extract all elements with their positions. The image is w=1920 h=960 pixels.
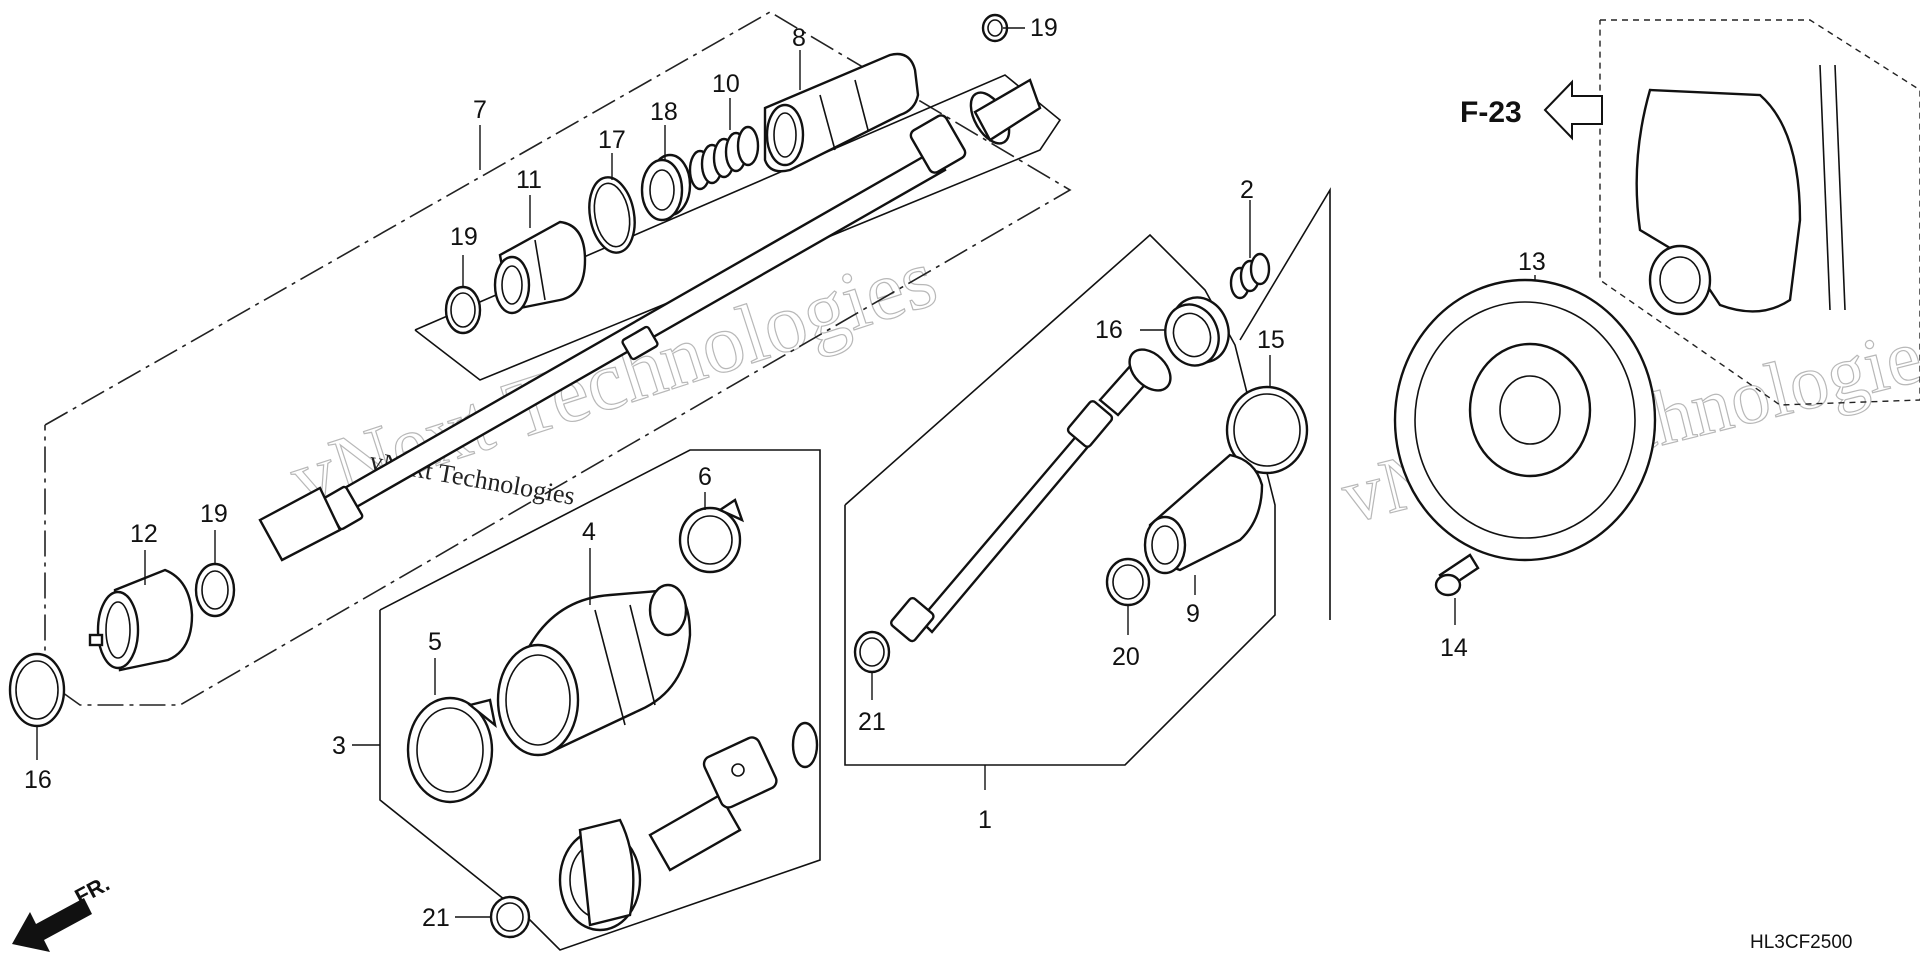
- rear-shaft[interactable]: [890, 342, 1179, 643]
- part-6-clamp[interactable]: [678, 498, 745, 574]
- part-10-spring[interactable]: [688, 125, 760, 191]
- callout-10[interactable]: 10: [712, 70, 740, 98]
- part-18-bearing[interactable]: [640, 153, 692, 222]
- callout-19-b[interactable]: 19: [200, 500, 228, 528]
- callout-15[interactable]: 15: [1257, 326, 1285, 354]
- part-5-clamp[interactable]: [406, 696, 497, 804]
- part-12-joint[interactable]: [88, 568, 194, 672]
- callout-9[interactable]: 9: [1186, 600, 1200, 628]
- diagram-code: HL3CF2500: [1750, 932, 1852, 953]
- callout-12[interactable]: 12: [130, 520, 158, 548]
- part-17-ring-upper[interactable]: [584, 174, 641, 256]
- part-4-boot[interactable]: [496, 583, 692, 757]
- front-direction-indicator: FR.: [12, 871, 114, 952]
- part-9-boot[interactable]: [1143, 453, 1264, 575]
- callout-21-a[interactable]: 21: [422, 904, 450, 932]
- outline-group-3: [379, 449, 821, 951]
- callout-2[interactable]: 2: [1240, 176, 1254, 204]
- part-11-cup[interactable]: [493, 220, 587, 315]
- part-13-brake-disc[interactable]: [1393, 278, 1657, 562]
- reference-arrow-icon: [1543, 79, 1603, 141]
- callout-20[interactable]: 19: [1030, 14, 1058, 42]
- part-14-bolt[interactable]: [1434, 553, 1480, 597]
- callout-5[interactable]: 5: [428, 628, 442, 656]
- outline-inner-7: [414, 74, 1062, 381]
- callout-7[interactable]: 7: [473, 96, 487, 124]
- callout-14[interactable]: 14: [1440, 634, 1468, 662]
- callouts: 19 8 10 18 17 11 19 7 12 19 16 4 6 5 3 2…: [24, 14, 1546, 932]
- callout-16[interactable]: 16: [1095, 316, 1123, 344]
- part-15-ring-inner: [1233, 393, 1301, 467]
- part-16-ring[interactable]: [1157, 289, 1238, 373]
- callout-17-lower[interactable]: 16: [24, 766, 52, 794]
- part-3-cup[interactable]: [558, 818, 642, 932]
- part-15-ring[interactable]: [1225, 385, 1309, 475]
- part-8-boot[interactable]: [763, 52, 920, 173]
- part-19-ring-a-inner: [450, 292, 476, 328]
- callout-1[interactable]: 1: [978, 806, 992, 834]
- callout-19-a[interactable]: 19: [450, 223, 478, 251]
- outline-group-1: [844, 233, 1276, 766]
- front-arrow-icon: [12, 898, 92, 952]
- knuckle-hub[interactable]: [1635, 64, 1846, 316]
- part-17-ring-lower[interactable]: [8, 652, 66, 728]
- leader-lines: [36, 27, 1536, 918]
- outline-knuckle: [1599, 19, 1920, 406]
- reference-label: F-23: [1460, 96, 1522, 129]
- part-21-ring-a-inner: [496, 902, 524, 932]
- callout-3[interactable]: 3: [332, 732, 346, 760]
- front-shaft[interactable]: [258, 78, 1042, 562]
- callout-19-c[interactable]: 20: [1112, 643, 1140, 671]
- part-3-yoke[interactable]: [648, 721, 819, 872]
- part-17-ring-lower-inner: [15, 660, 59, 720]
- callout-8[interactable]: 8: [792, 24, 806, 52]
- reference-f23[interactable]: F-23: [1460, 79, 1603, 141]
- part-21-ring-b-inner: [859, 637, 885, 667]
- part-19-ring-c-inner: [1112, 564, 1144, 600]
- callout-17-upper[interactable]: 17: [598, 126, 626, 154]
- callout-11[interactable]: 11: [516, 166, 542, 194]
- callout-18[interactable]: 18: [650, 98, 678, 126]
- outline-group-1-right: [1239, 187, 1331, 620]
- part-2-spring[interactable]: [1229, 252, 1271, 300]
- callout-4[interactable]: 4: [582, 518, 596, 546]
- callout-21-b[interactable]: 21: [858, 708, 886, 736]
- part-19-ring-b-inner: [201, 570, 229, 610]
- callout-6[interactable]: 6: [698, 463, 712, 491]
- part-17-ring-upper-inner: [593, 182, 631, 248]
- callout-13[interactable]: 13: [1518, 248, 1546, 276]
- part-20-oring-inner: [987, 19, 1003, 37]
